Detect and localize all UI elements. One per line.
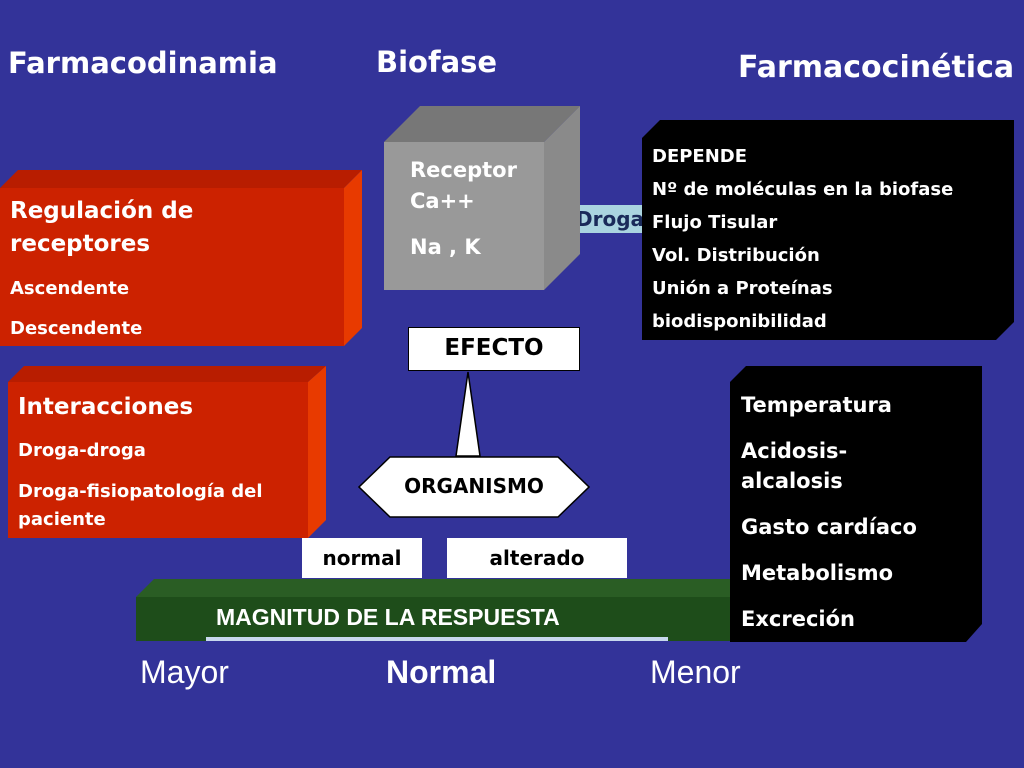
depende-flujo: Flujo Tisular (652, 212, 778, 233)
label-menor: Menor (650, 654, 741, 690)
depende-vol: Vol. Distribución (652, 245, 820, 266)
factor-temperatura: Temperatura (741, 393, 892, 417)
regulacion-box-shape (0, 170, 362, 346)
depende-title: DEPENDE (652, 146, 748, 167)
regulacion-item-ascendente: Ascendente (10, 278, 130, 299)
heading-farmacodinamia: Farmacodinamia (8, 46, 278, 80)
normal-label: normal (322, 546, 402, 570)
regulacion-title-line2: receptores (10, 231, 151, 257)
depende-union: Unión a Proteínas (652, 278, 833, 299)
biofase-cube-shape (384, 106, 580, 290)
efecto-box: EFECTO (408, 327, 580, 371)
organismo-box-shape (358, 456, 590, 518)
arrow-up-icon (455, 371, 481, 457)
interacciones-title: Interacciones (18, 394, 194, 420)
magnitud-bar: MAGNITUD DE LA RESPUESTA (136, 579, 756, 641)
alterado-box: alterado (447, 538, 627, 578)
regulacion-title-line1: Regulación de (10, 198, 194, 224)
biofase-cube: Receptor Ca++ Na , K (384, 106, 580, 290)
normal-box: normal (302, 538, 422, 578)
magnitud-bar-shape (136, 579, 756, 641)
interacciones-box: Interacciones Droga-droga Droga-fisiopat… (8, 366, 326, 538)
factor-gasto-cardiaco: Gasto cardíaco (741, 515, 917, 539)
organismo-label: ORGANISMO (404, 474, 544, 498)
heading-farmacocinetica: Farmacocinética (738, 50, 1015, 85)
interacciones-item-fisiopatologia: Droga-fisiopatología del (18, 481, 263, 502)
cube-na-k: Na , K (410, 235, 481, 259)
heading-biofase: Biofase (376, 45, 498, 79)
factor-excrecion: Excreción (741, 607, 855, 631)
factor-metabolismo: Metabolismo (741, 561, 894, 585)
factores-box: Temperatura Acidosis- alcalosis Gasto ca… (730, 366, 982, 642)
regulacion-item-descendente: Descendente (10, 318, 143, 339)
depende-biodisponibilidad: biodisponibilidad (652, 311, 827, 332)
factor-acidosis: Acidosis- (741, 439, 848, 463)
cube-receptor: Receptor (410, 158, 517, 182)
interacciones-item-paciente: paciente (18, 509, 106, 530)
cube-ca: Ca++ (410, 189, 475, 213)
organismo-box: ORGANISMO (358, 456, 590, 518)
interacciones-box-shape (8, 366, 326, 538)
factores-box-shape (730, 366, 982, 642)
label-mayor: Mayor (140, 654, 229, 690)
regulacion-box: Regulación de receptores Ascendente Desc… (0, 170, 362, 348)
depende-box-shape (642, 120, 1014, 340)
magnitud-label: MAGNITUD DE LA RESPUESTA (216, 604, 560, 630)
label-normal: Normal (386, 654, 497, 690)
depende-box: DEPENDE Nº de moléculas en la biofase Fl… (642, 120, 1014, 340)
factor-alcalosis: alcalosis (741, 469, 843, 493)
alterado-label: alterado (489, 546, 585, 570)
depende-moleculas: Nº de moléculas en la biofase (652, 179, 954, 200)
droga-tag-label: Droga (576, 207, 645, 231)
interacciones-item-droga-droga: Droga-droga (18, 440, 146, 461)
efecto-label: EFECTO (444, 335, 544, 361)
